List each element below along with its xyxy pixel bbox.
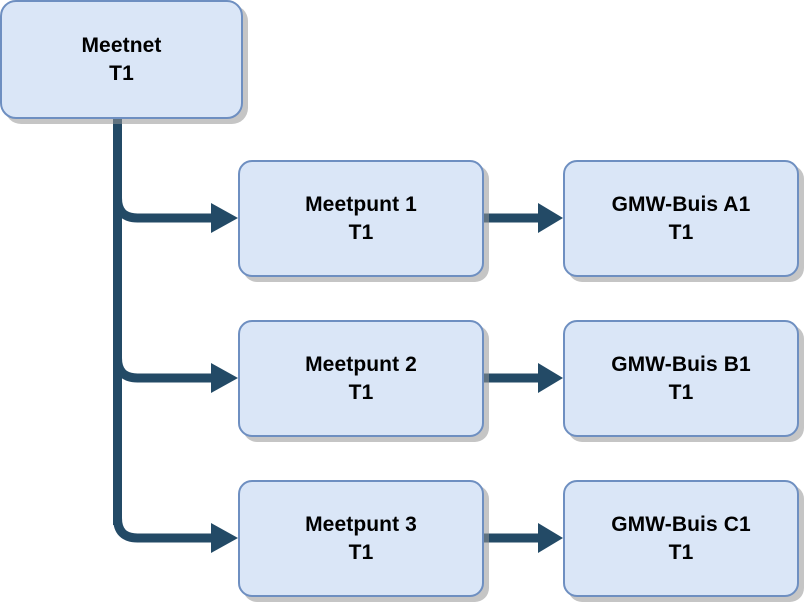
node-meetnet[interactable]: Meetnet T1 [0, 0, 243, 119]
connector-meetnet-to-meetpunt-1 [113, 197, 213, 223]
node-gmw-buis-c1-title: GMW-Buis C1 [611, 512, 751, 536]
arrowhead-meetpunt-2 [211, 363, 238, 393]
node-meetnet-title: Meetnet [81, 33, 162, 57]
node-meetpunt-3-subtitle: T1 [348, 540, 374, 564]
node-meetpunt-2-subtitle: T1 [348, 380, 374, 404]
node-meetpunt-3-title: Meetpunt 3 [305, 512, 417, 536]
node-gmw-buis-b1[interactable]: GMW-Buis B1 T1 [563, 320, 799, 437]
arrowhead-gmw-c1 [538, 523, 563, 553]
node-gmw-buis-b1-title: GMW-Buis B1 [611, 352, 751, 376]
connector-meetnet-to-meetpunt-3 [113, 517, 213, 543]
node-meetpunt-1-subtitle: T1 [348, 220, 374, 244]
node-meetpunt-3[interactable]: Meetpunt 3 T1 [238, 480, 484, 597]
node-meetnet-subtitle: T1 [109, 61, 134, 85]
node-gmw-buis-c1-subtitle: T1 [668, 540, 694, 564]
connector-meetnet-to-meetpunt-2 [113, 357, 213, 383]
arrowhead-meetpunt-1 [211, 203, 238, 233]
node-meetpunt-2[interactable]: Meetpunt 2 T1 [238, 320, 484, 437]
node-meetpunt-1-title: Meetpunt 1 [305, 192, 417, 216]
node-meetpunt-2-title: Meetpunt 2 [305, 352, 417, 376]
node-gmw-buis-a1-title: GMW-Buis A1 [611, 192, 751, 216]
arrowhead-meetpunt-3 [211, 523, 238, 553]
arrowhead-gmw-b1 [538, 363, 563, 393]
arrowhead-gmw-a1 [538, 203, 563, 233]
node-gmw-buis-b1-subtitle: T1 [668, 380, 694, 404]
node-meetpunt-1[interactable]: Meetpunt 1 T1 [238, 160, 484, 277]
node-gmw-buis-a1[interactable]: GMW-Buis A1 T1 [563, 160, 799, 277]
node-gmw-buis-c1[interactable]: GMW-Buis C1 T1 [563, 480, 799, 597]
node-gmw-buis-a1-subtitle: T1 [668, 220, 694, 244]
